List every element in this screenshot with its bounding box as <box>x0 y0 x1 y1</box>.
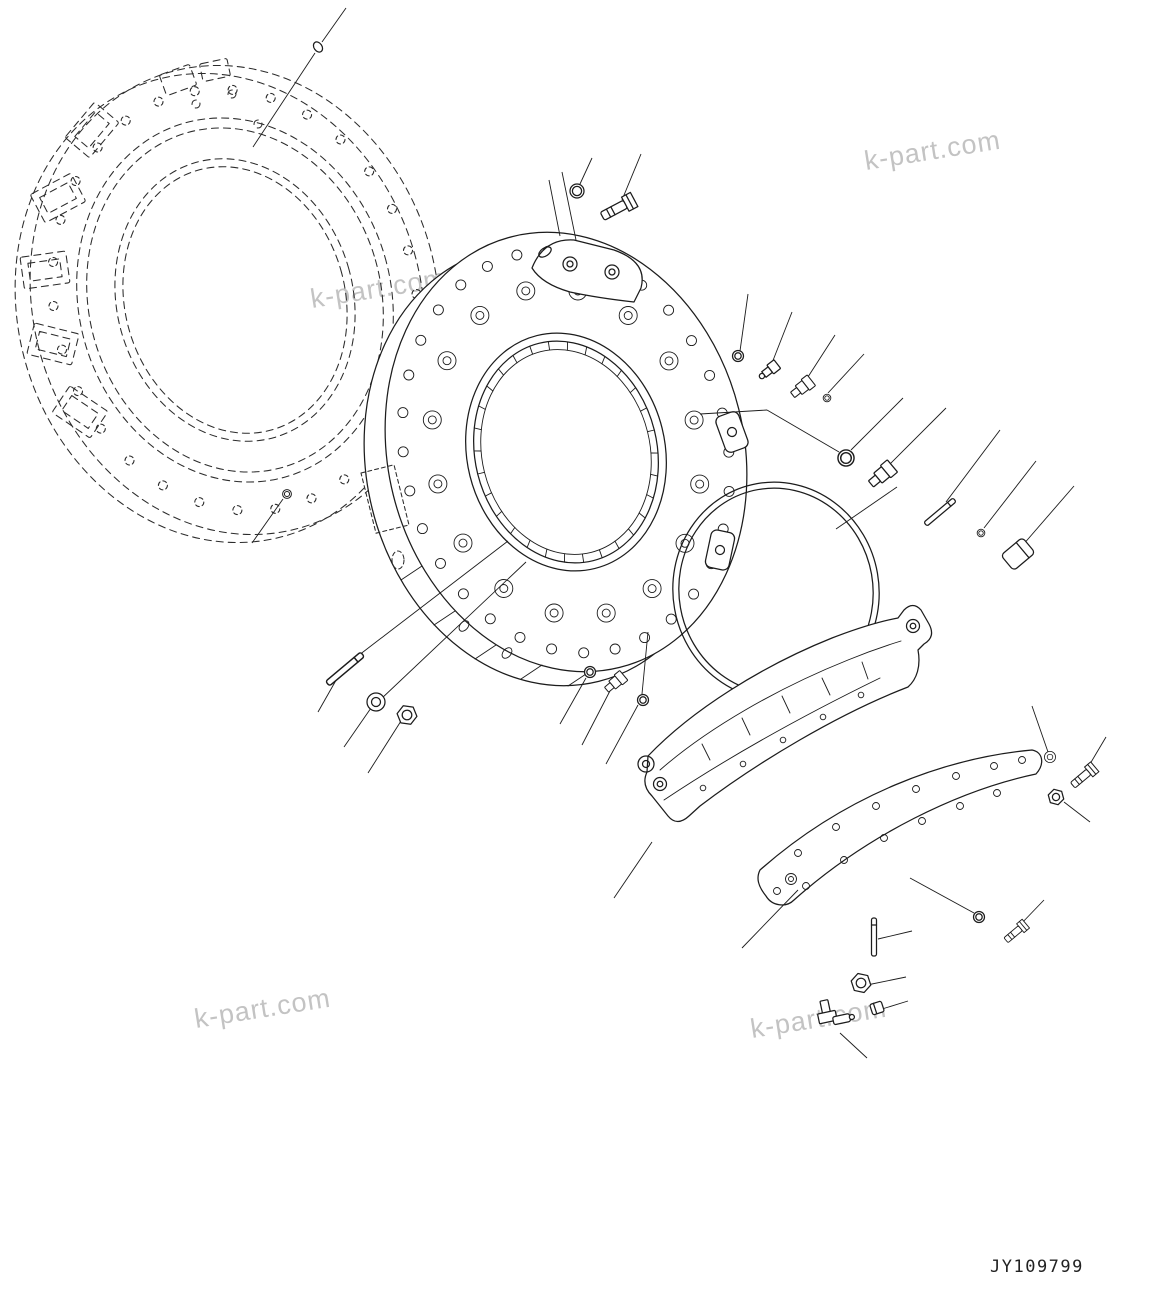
plate-lug <box>704 529 736 571</box>
o-ring <box>731 349 745 363</box>
elbow-fitting <box>817 999 856 1026</box>
housing-plug <box>282 489 292 499</box>
breather-fitting <box>755 359 782 383</box>
plate-top-bracket <box>531 239 643 303</box>
set-screw <box>312 41 324 53</box>
hex-nut <box>395 704 419 726</box>
leader-lines <box>251 7 1107 1059</box>
drawing-number: JY109799 <box>990 1257 1084 1277</box>
hex-nut <box>848 971 874 995</box>
washer <box>1044 751 1056 763</box>
o-ring <box>636 693 650 707</box>
small-ring <box>822 393 832 403</box>
o-ring <box>837 449 855 467</box>
cotter-pin <box>870 917 878 957</box>
cylinder-cap <box>1000 536 1036 572</box>
support-bracket-casting <box>637 604 933 823</box>
plate-rim-hatch <box>400 565 590 687</box>
hex-bolt <box>1068 761 1100 791</box>
spline-teeth <box>473 341 659 563</box>
stud-bolt <box>324 651 366 687</box>
small-ring <box>976 528 986 538</box>
watermark-text: k-part.com <box>862 125 1003 176</box>
plug-fitting <box>787 374 817 401</box>
o-ring <box>972 910 986 924</box>
o-ring <box>569 183 585 199</box>
hex-plug <box>865 459 899 491</box>
hex-bolt-head <box>1045 787 1067 807</box>
watermark-text: k-part.com <box>192 983 333 1034</box>
dowel-pin <box>923 497 957 527</box>
brake-plate-assembly <box>360 231 749 687</box>
plate-lug <box>715 411 749 453</box>
cover-plate-holes <box>773 756 1026 895</box>
washer <box>366 692 386 712</box>
bracket-ribs <box>701 661 869 761</box>
crescent-cover-plate <box>757 749 1043 906</box>
bracket-flange-holes <box>699 691 865 792</box>
hex-bolt <box>597 191 639 225</box>
plug-bolt <box>1001 918 1030 946</box>
small-parts <box>282 41 1100 1026</box>
o-ring <box>583 665 597 679</box>
